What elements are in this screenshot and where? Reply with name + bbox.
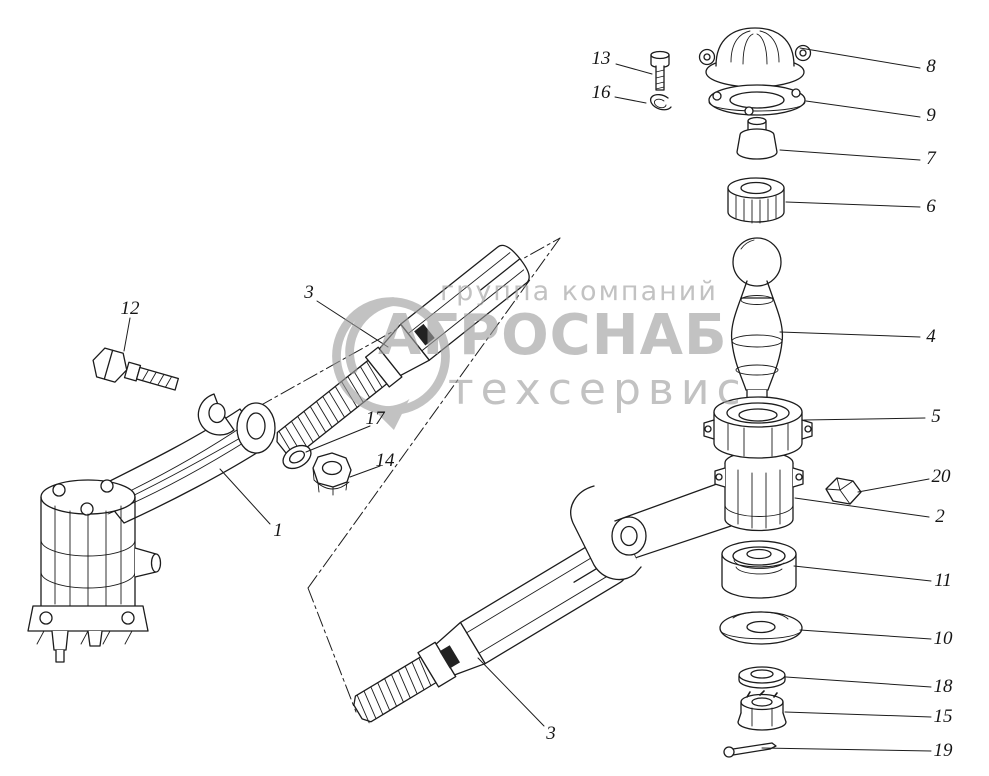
leader-line-20 xyxy=(857,478,930,493)
part-20-clamp-bolt xyxy=(825,477,862,505)
part-2-tie-rod-tube xyxy=(570,450,804,581)
part-3-lower-rod xyxy=(353,539,626,724)
leader-line-16 xyxy=(614,96,647,104)
part-label-15: 15 xyxy=(933,706,953,727)
leader-line-13 xyxy=(615,63,653,75)
leader-line-14 xyxy=(349,465,381,478)
part-6-bearing-nut xyxy=(727,177,785,224)
part-label-9: 9 xyxy=(926,105,936,126)
part-12-bolt xyxy=(92,347,180,391)
part-15-castle-nut xyxy=(737,690,787,731)
part-label-8: 8 xyxy=(926,56,936,77)
part-label-10: 10 xyxy=(933,628,953,649)
part-5-ball-socket xyxy=(703,396,813,459)
leader-line-3 xyxy=(316,300,389,348)
leader-line-4 xyxy=(779,331,921,338)
part-label-4: 4 xyxy=(926,326,936,347)
part-14-nut xyxy=(312,452,352,496)
part-1-lever-assembly xyxy=(27,393,276,663)
part-13-small-bolt xyxy=(650,50,670,91)
part-label-18: 18 xyxy=(933,676,953,697)
part-label-13: 13 xyxy=(591,48,611,69)
part-label-1: 1 xyxy=(273,520,283,541)
part-3-upper-rod xyxy=(276,244,530,458)
part-label-7: 7 xyxy=(926,148,936,169)
leader-line-5 xyxy=(803,417,926,421)
part-label-3: 3 xyxy=(546,723,556,744)
leader-line-1 xyxy=(219,468,271,525)
part-8-cap xyxy=(698,27,812,104)
part-17-lock-washer xyxy=(282,444,312,470)
leader-line-17 xyxy=(305,425,371,453)
leader-line-7 xyxy=(779,149,921,161)
leader-line-3 xyxy=(477,657,545,727)
part-label-17: 17 xyxy=(365,408,385,429)
part-4-ball-stud xyxy=(730,237,784,403)
part-10-cover-washer xyxy=(719,611,803,645)
part-label-2: 2 xyxy=(935,506,945,527)
leader-line-6 xyxy=(785,201,921,208)
part-label-14: 14 xyxy=(375,450,395,471)
leader-line-18 xyxy=(785,676,932,688)
part-label-5: 5 xyxy=(931,406,941,427)
part-label-6: 6 xyxy=(926,196,936,217)
part-19-cotter-pin xyxy=(723,742,777,758)
leader-line-11 xyxy=(793,565,932,582)
part-label-20: 20 xyxy=(931,466,951,487)
part-18-washer xyxy=(738,666,786,689)
part-label-16: 16 xyxy=(591,82,611,103)
part-9-cover-plate xyxy=(708,84,806,116)
part-label-12: 12 xyxy=(120,298,140,319)
leader-line-10 xyxy=(799,629,932,640)
part-label-19: 19 xyxy=(933,740,953,761)
leader-line-8 xyxy=(799,47,921,69)
leader-line-9 xyxy=(805,100,921,118)
part-11-spring-cup xyxy=(721,540,797,599)
part-label-11: 11 xyxy=(934,570,952,591)
part-label-3: 3 xyxy=(304,282,314,303)
leader-line-12 xyxy=(123,317,131,352)
part-7-spring-seat xyxy=(736,116,778,160)
leader-line-2 xyxy=(794,497,930,518)
leader-line-19 xyxy=(761,747,932,752)
part-16-split-washer xyxy=(649,93,672,111)
leader-lines xyxy=(123,47,932,752)
leader-line-15 xyxy=(784,711,932,718)
